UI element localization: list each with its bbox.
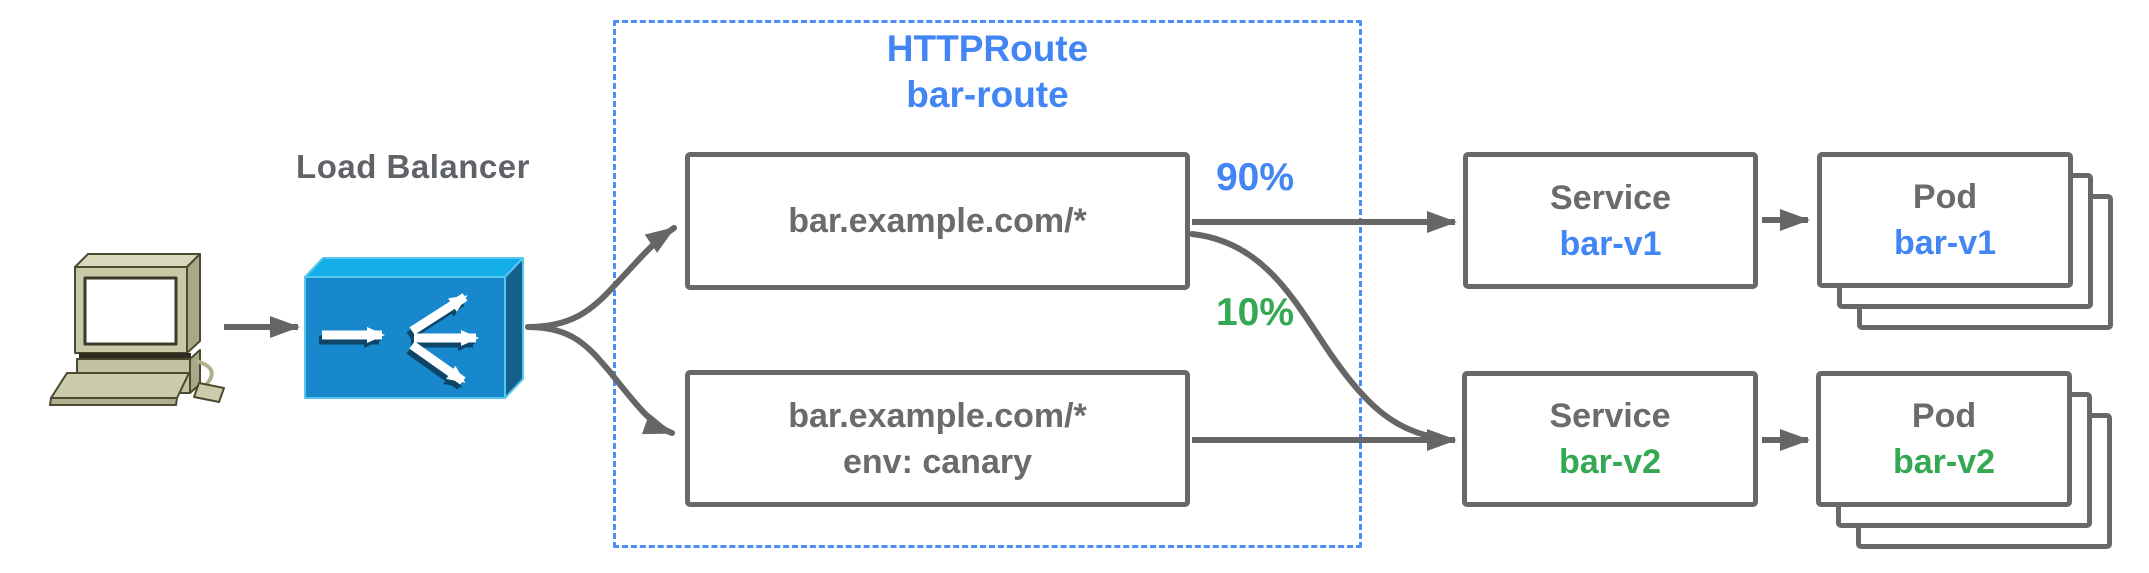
rule-2-match: bar.example.com/*	[788, 396, 1087, 435]
pod-2-kind: Pod	[1911, 397, 1977, 435]
desktop-computer-icon	[49, 253, 225, 406]
load-balancer-box-icon	[304, 257, 524, 399]
load-balancer-label: Load Balancer	[296, 148, 530, 185]
httproute-title-kind: HTTPRoute	[886, 28, 1089, 69]
pod-box-bar-v1: Pod bar-v1	[1817, 152, 2073, 288]
service-2-name: bar-v2	[1558, 443, 1662, 481]
service-1-name: bar-v1	[1559, 224, 1662, 263]
pod-1-name: bar-v1	[1893, 224, 1997, 262]
weight-label-10: 10%	[1215, 291, 1295, 334]
httproute-rule-box-1: bar.example.com/*	[685, 152, 1190, 290]
httproute-title: HTTPRoute bar-route	[613, 26, 1362, 118]
service-2-kind: Service	[1549, 397, 1671, 435]
service-1-kind: Service	[1550, 178, 1671, 217]
weight-label-90: 90%	[1215, 156, 1295, 199]
pod-1-kind: Pod	[1912, 178, 1978, 216]
rule-2-header-match: env: canary	[843, 442, 1032, 481]
pod-stack-bar-v2: Pod bar-v2	[1816, 371, 2116, 551]
httproute-title-name: bar-route	[906, 74, 1069, 115]
rule-1-match: bar.example.com/*	[788, 202, 1087, 240]
pod-2-name: bar-v2	[1892, 443, 1996, 481]
pod-stack-bar-v1: Pod bar-v1	[1817, 152, 2117, 332]
pod-box-bar-v2: Pod bar-v2	[1816, 371, 2072, 507]
lb-split-arrows-shadow	[319, 298, 476, 390]
httproute-rule-box-2: bar.example.com/* env: canary	[685, 370, 1190, 507]
lb-split-arrows-icon	[322, 293, 479, 385]
service-box-bar-v2: Service bar-v2	[1462, 371, 1758, 507]
service-box-bar-v1: Service bar-v1	[1463, 152, 1758, 289]
